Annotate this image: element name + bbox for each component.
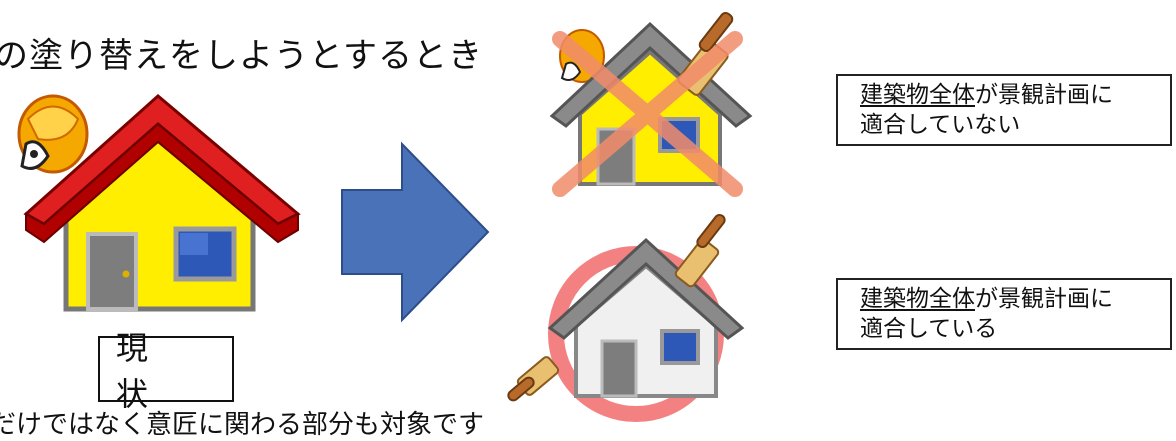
mascot-icon [17, 94, 89, 174]
result-box-conforming: 建築物全体が景観計画に 適合している [836, 278, 1172, 350]
result-underlined-text: 建築物全体 [860, 82, 975, 108]
heading-text: の塗り替えをしようとするとき [0, 36, 483, 76]
footnote-text: だけではなく意匠に関わる部分も対象です [0, 410, 485, 440]
cross-mark [552, 31, 743, 197]
result-box-nonconforming: 建築物全体が景観計画に 適合していない [836, 74, 1172, 146]
result-underlined-text: 建築物全体 [860, 286, 975, 312]
result-text: が景観計画に [975, 82, 1113, 108]
result-text-line2: 適合していない [860, 112, 1021, 138]
house-door [86, 232, 138, 311]
conforming-house-illustration [507, 213, 745, 422]
nonconforming-house-illustration [549, 11, 753, 197]
result-text-line2: 適合している [860, 316, 998, 342]
current-house-illustration [17, 94, 301, 312]
current-label-box: 現 状 [98, 329, 234, 413]
result-text: が景観計画に [975, 286, 1113, 312]
transition-arrow [341, 141, 490, 323]
paint-brush-icon [507, 213, 726, 402]
